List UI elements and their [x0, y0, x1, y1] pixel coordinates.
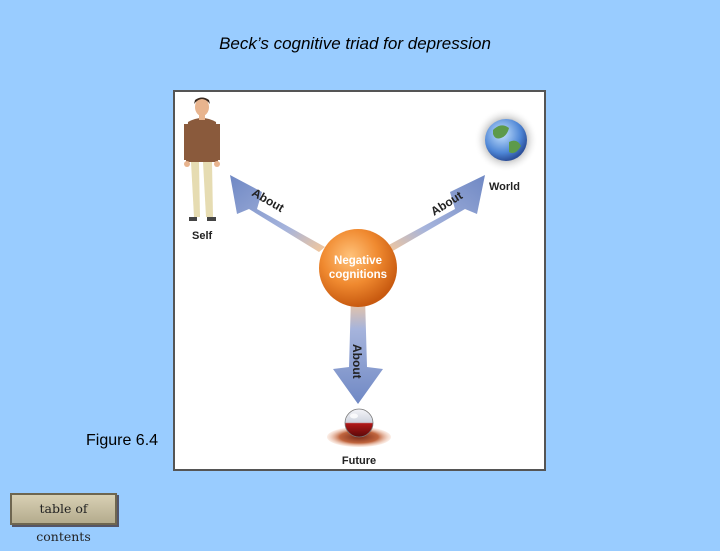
negative-cognitions-node: Negative cognitions	[319, 229, 397, 307]
diagram-canvas: About About About Negative cognitions	[184, 97, 538, 467]
slide-title: Beck’s cognitive triad for depression	[219, 34, 491, 53]
center-label-line1: Negative	[334, 255, 382, 267]
self-person-icon	[184, 97, 220, 221]
center-label-line2: cognitions	[329, 269, 387, 281]
cognitive-triad-diagram: About About About Negative cognitions	[173, 90, 546, 471]
arrow-label-future: About	[350, 344, 364, 379]
arrow-to-future: About	[333, 297, 383, 404]
world-globe-icon	[474, 108, 538, 172]
arrow-to-self: About	[230, 175, 325, 252]
world-label: World	[489, 181, 520, 193]
future-crystal-ball-icon	[327, 408, 391, 447]
figure-label: Figure 6.4	[86, 432, 159, 449]
self-label: Self	[192, 230, 213, 242]
future-label: Future	[342, 455, 376, 467]
arrow-to-world: About	[385, 175, 485, 252]
table-of-contents-button[interactable]: table of contents	[10, 493, 117, 544]
